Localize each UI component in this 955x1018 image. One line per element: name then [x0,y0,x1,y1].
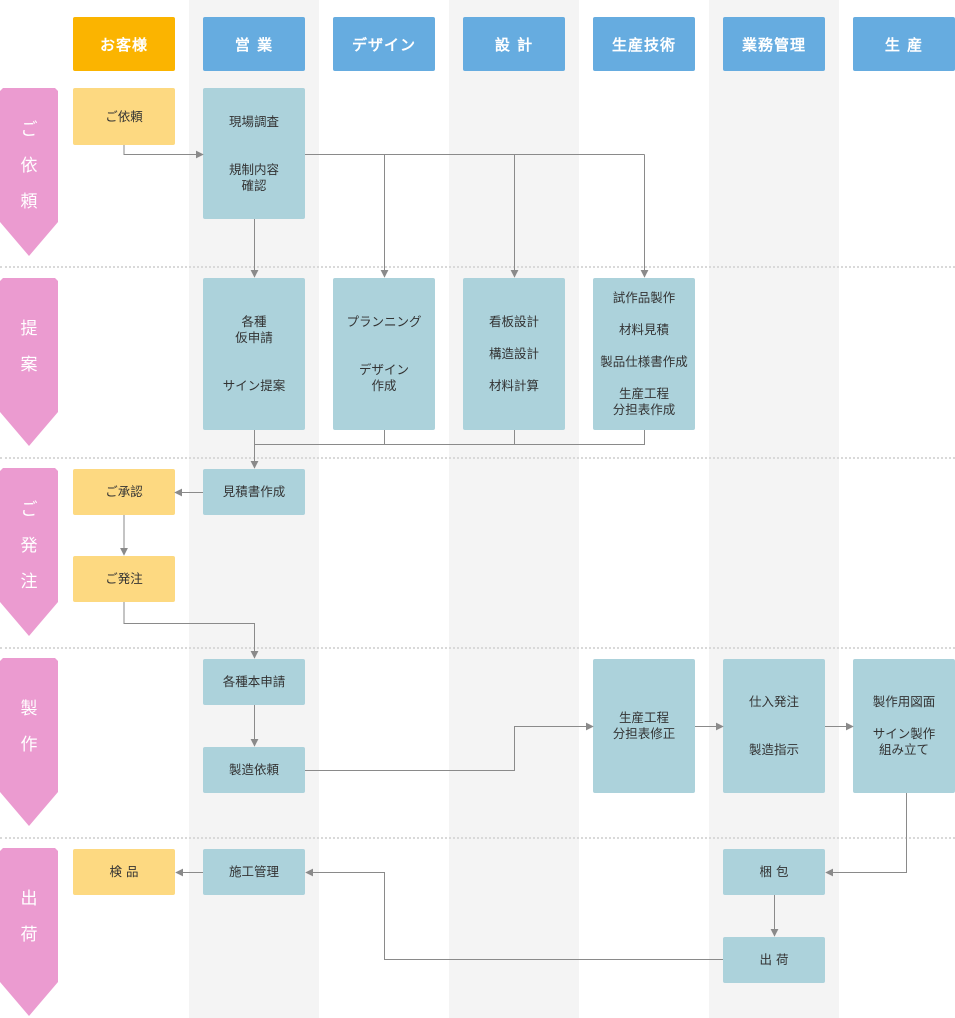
task-approval: ご承認 [73,469,175,515]
phase-divider [0,647,955,649]
phase-order: ご 発 注 [0,468,58,636]
connector-order-to-main-permits [123,602,259,659]
phase-label-shipping: 出 荷 [20,889,38,945]
task-manufacturing-request: 製造依頼 [203,747,305,793]
connector-request-to-survey [123,145,204,159]
phase-arrow-shape [0,468,58,636]
task-permits-proposal: 各種 仮申請 サイン提案 [203,278,305,430]
phase-label-request: ご 依 頼 [20,120,38,212]
phase-divider [0,837,955,839]
task-packing: 梱 包 [723,849,825,895]
phase-request: ご 依 頼 [0,88,58,256]
phase-label-manufacturing: 製 作 [20,699,38,755]
task-order: ご発注 [73,556,175,602]
phase-label-proposal: 提 案 [20,319,38,375]
phase-arrow-shape [0,848,58,1016]
lane-header-production-engineering: 生産技術 [593,17,695,71]
lane-header-operations: 業務管理 [723,17,825,71]
connector-drawings-to-packing [825,793,907,877]
phase-label-order: ご 発 注 [20,500,38,592]
task-purchasing: 仕入発注 製造指示 [723,659,825,793]
lane-header-design: デザイン [333,17,435,71]
phase-manufacturing: 製 作 [0,658,58,826]
lane-background-operations [709,0,839,1018]
task-quote: 見積書作成 [203,469,305,515]
phase-proposal: 提 案 [0,278,58,446]
task-main-permits: 各種本申請 [203,659,305,705]
connector-merge-line [254,430,645,445]
connector-mfg-request-to-revision [305,722,594,771]
lane-header-production: 生 産 [853,17,955,71]
lane-header-sales: 営 業 [203,17,305,71]
connector-shipment-to-installation [305,868,723,960]
task-drawings: 製作用図面 サイン製作 組み立て [853,659,955,793]
task-shipment: 出 荷 [723,937,825,983]
task-request: ご依頼 [73,88,175,145]
phase-arrow-shape [0,88,58,256]
phase-arrow-shape [0,278,58,446]
phase-divider [0,266,955,268]
task-site-survey: 現場調査 規制内容 確認 [203,88,305,219]
task-prototype: 試作品製作 材料見積 製品仕様書作成 生産工程 分担表作成 [593,278,695,430]
lane-header-customer: お客様 [73,17,175,71]
phase-divider [0,457,955,459]
lane-header-engineering: 設 計 [463,17,565,71]
task-installation: 施工管理 [203,849,305,895]
phase-shipping: 出 荷 [0,848,58,1016]
task-planning: プランニング デザイン 作成 [333,278,435,430]
task-inspection: 検 品 [73,849,175,895]
task-process-revision: 生産工程 分担表修正 [593,659,695,793]
task-sign-design: 看板設計 構造設計 材料計算 [463,278,565,430]
phase-arrow-shape [0,658,58,826]
